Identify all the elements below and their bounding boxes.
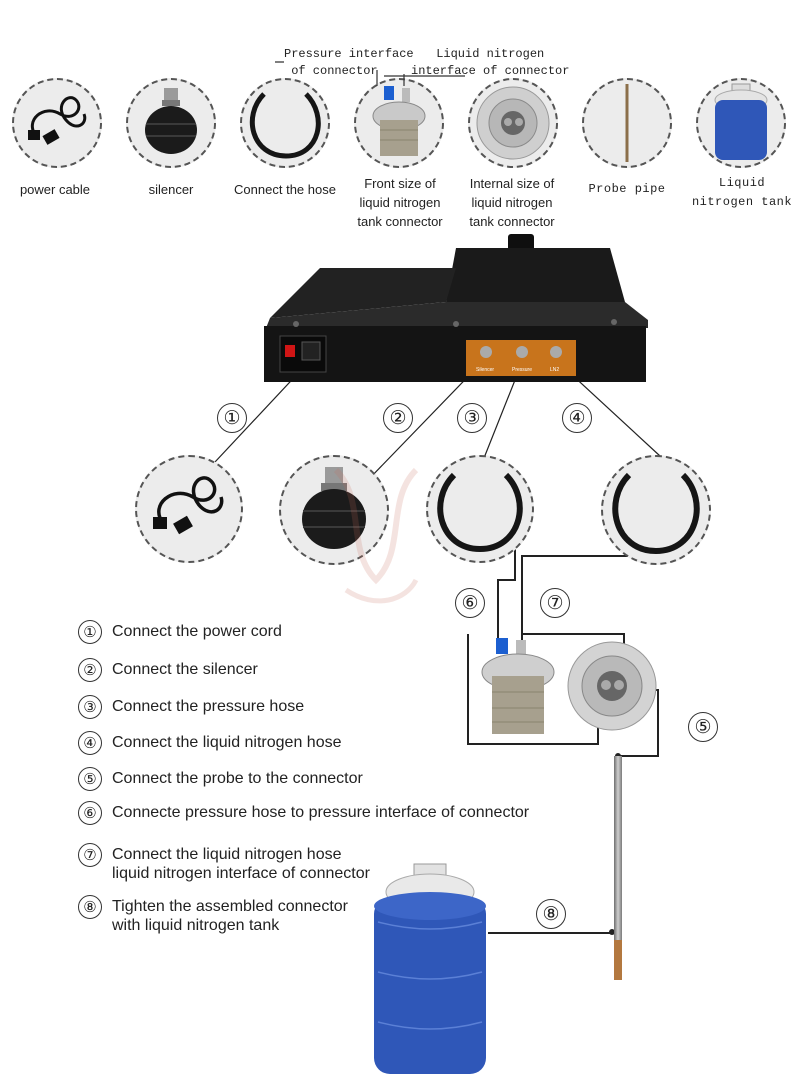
hose-caption: Connect the hose [234, 182, 336, 197]
step-text: Connect the pressure hose [112, 698, 305, 715]
hose-icon [240, 78, 330, 168]
step-number: ② [78, 658, 102, 682]
step-number: ⑦ [78, 843, 102, 867]
marker-7: ⑦ [540, 588, 570, 618]
marker-8: ⑧ [536, 899, 566, 929]
pressure-interface-label: Pressure interface of connector [284, 47, 414, 78]
silencer-icon [279, 455, 389, 565]
step-number: ① [78, 620, 102, 644]
step-text: Connect the silencer [112, 661, 258, 678]
step-number: ⑤ [78, 767, 102, 791]
nitrogen-hose-icon [601, 455, 711, 565]
step-text: Connect the power cord [112, 623, 282, 640]
liquid-interface-label: Liquid nitrogen interface of connector [411, 47, 570, 78]
step-number: ⑥ [78, 801, 102, 825]
step-number: ③ [78, 695, 102, 719]
nitrogen-tank [368, 862, 492, 1078]
probe-pipe [614, 756, 622, 980]
step-text: Tighten the assembled connector with liq… [112, 898, 348, 934]
silencer-icon [126, 78, 216, 168]
pressure-hose-icon [426, 455, 534, 563]
step-text: Connect the probe to the connector [112, 770, 363, 787]
marker-5: ⑤ [688, 712, 718, 742]
connector-internal-icon [468, 78, 558, 168]
power-cable-caption: power cable [19, 182, 91, 197]
silencer-caption: silencer [148, 182, 194, 197]
probe-pipe-caption: Probe pipe [588, 182, 666, 196]
step-number: ④ [78, 731, 102, 755]
watermark-logo [306, 440, 446, 630]
marker-4: ④ [562, 403, 592, 433]
marker-1: ① [217, 403, 247, 433]
thermocycler-device: Silencer Pressure LN2 [260, 228, 650, 388]
step-text: Connect the liquid nitrogen hose liquid … [112, 846, 370, 882]
nitrogen-tank-icon [696, 78, 786, 168]
step-text: Connect the liquid nitrogen hose [112, 734, 342, 751]
nitrogen-tank-caption: Liquid nitrogen tank [691, 176, 793, 209]
connector-internal-caption: Internal size of liquid nitrogen tank co… [469, 176, 555, 229]
connector-internal-photo [566, 640, 658, 732]
step-text: Connecte pressure hose to pressure inter… [112, 804, 530, 821]
marker-6: ⑥ [455, 588, 485, 618]
port-label-silencer: Silencer [476, 367, 495, 373]
connector-front-caption: Front size of liquid nitrogen tank conne… [357, 176, 443, 229]
step-number: ⑧ [78, 895, 102, 919]
power-cable-icon [12, 78, 102, 168]
connector-front-photo [476, 634, 560, 738]
probe-pipe-icon [582, 78, 672, 168]
port-label-pressure: Pressure [512, 367, 533, 373]
connector-front-icon [354, 78, 444, 168]
port-label-ln2: LN2 [550, 367, 560, 373]
power-cable-icon [135, 455, 243, 563]
marker-3: ③ [457, 403, 487, 433]
marker-2: ② [383, 403, 413, 433]
